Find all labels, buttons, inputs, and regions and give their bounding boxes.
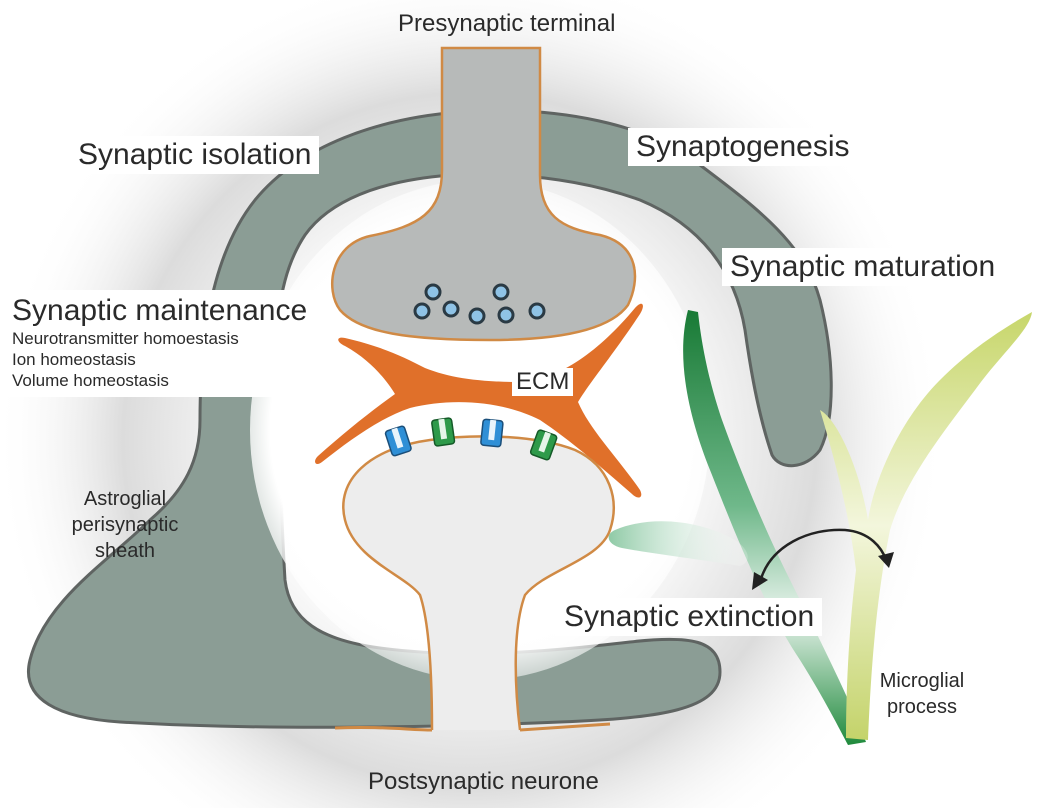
synaptic-maintenance-title: Synaptic maintenance xyxy=(12,294,308,327)
astroglial-line: perisynaptic xyxy=(71,514,179,536)
vesicle xyxy=(424,283,442,301)
receptor-green xyxy=(529,429,558,461)
synaptic-maintenance-box: Synaptic maintenance Neurotransmitter ho… xyxy=(4,290,316,397)
microglial-line: process xyxy=(886,696,958,718)
extracellular-matrix xyxy=(315,303,643,498)
maintenance-item: Volume homeostasis xyxy=(12,371,169,390)
postsynaptic-base xyxy=(334,722,611,732)
maintenance-item: Neurotransmitter homoestasis xyxy=(12,329,239,348)
synaptic-extinction-label: Synaptic extinction xyxy=(556,598,823,636)
receptor-blue xyxy=(384,425,412,457)
synaptic-vesicles xyxy=(413,283,546,325)
microglial-process-light xyxy=(820,312,1032,740)
microglial-process-arm xyxy=(608,521,748,566)
astroglial-line: Astroglial xyxy=(83,488,167,510)
postsynaptic-neurone-label: Postsynaptic neurone xyxy=(368,768,599,795)
vesicle xyxy=(528,302,546,320)
microglial-line: Microglial xyxy=(879,670,965,692)
vesicle xyxy=(413,302,431,320)
presynaptic-terminal-label: Presynaptic terminal xyxy=(398,10,616,37)
receptor-blue xyxy=(480,418,504,448)
receptor-green xyxy=(431,417,456,447)
vesicle xyxy=(468,307,486,325)
synaptic-isolation-label: Synaptic isolation xyxy=(70,136,320,174)
arrowhead-right xyxy=(878,552,894,568)
vesicle xyxy=(492,283,510,301)
synaptic-maturation-label: Synaptic maturation xyxy=(722,248,1004,286)
ecm-label: ECM xyxy=(512,368,574,396)
astroglial-sheath-label: Astroglial perisynaptic sheath xyxy=(70,486,180,564)
arrowhead-left xyxy=(752,572,768,590)
receptors xyxy=(384,417,558,461)
microglial-process-label: Microglial process xyxy=(872,668,972,720)
presynaptic-terminal xyxy=(331,46,637,342)
synaptogenesis-label: Synaptogenesis xyxy=(628,128,858,166)
vesicle xyxy=(497,306,515,324)
maintenance-item: Ion homeostasis xyxy=(12,350,136,369)
vesicle xyxy=(442,300,460,318)
exchange-arrow xyxy=(758,528,888,583)
astroglial-line: sheath xyxy=(94,540,156,562)
